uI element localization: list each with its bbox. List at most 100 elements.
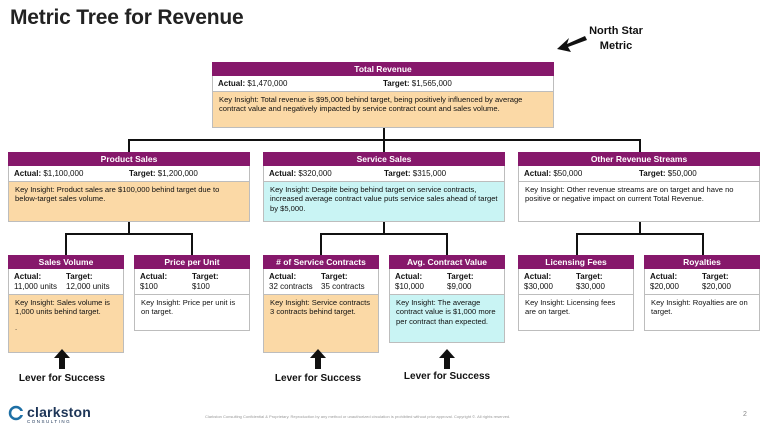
box-header: Avg. Contract Value bbox=[389, 255, 505, 269]
actual-value: $1,470,000 bbox=[247, 79, 288, 88]
box-values: Actual:$100 Target:$100 bbox=[134, 269, 250, 295]
target-value: $1,200,000 bbox=[157, 169, 198, 178]
actual-label: Actual: bbox=[524, 169, 552, 178]
price-per-unit-box: Price per Unit Actual:$100 Target:$100 K… bbox=[134, 255, 250, 331]
key-insight: Key Insight: Total revenue is $95,000 be… bbox=[212, 92, 554, 128]
key-insight: Key Insight: Price per unit is on target… bbox=[134, 295, 250, 331]
box-values: Actual:$10,000 Target:$9,000 bbox=[389, 269, 505, 295]
actual-label: Actual: bbox=[14, 169, 42, 178]
target-value: $315,000 bbox=[412, 169, 447, 178]
box-values: Actual: $1,100,000 Target: $1,200,000 bbox=[8, 166, 250, 182]
lever-label: Lever for Success bbox=[403, 371, 491, 382]
logo-name: clarkston bbox=[27, 404, 92, 420]
target-value: 12,000 units bbox=[66, 281, 110, 291]
page-number: 2 bbox=[743, 411, 747, 418]
box-header: Royalties bbox=[644, 255, 760, 269]
target-label: Target: bbox=[447, 272, 474, 281]
target-label: Target: bbox=[383, 79, 410, 88]
connector bbox=[639, 139, 641, 152]
box-values: Actual: $50,000 Target: $50,000 bbox=[518, 166, 760, 182]
target-label: Target: bbox=[321, 272, 348, 281]
target-value: $20,000 bbox=[702, 281, 731, 291]
box-header: # of Service Contracts bbox=[263, 255, 379, 269]
box-values: Actual:11,000 units Target:12,000 units bbox=[8, 269, 124, 295]
target-label: Target: bbox=[576, 272, 603, 281]
connector bbox=[383, 221, 385, 234]
connector bbox=[191, 233, 193, 255]
key-insight: Key Insight: Product sales are $100,000 … bbox=[8, 182, 250, 222]
service-contracts-box: # of Service Contracts Actual:32 contrac… bbox=[263, 255, 379, 353]
connector bbox=[383, 128, 385, 140]
lever-label: Lever for Success bbox=[274, 373, 362, 384]
target-label: Target: bbox=[192, 272, 219, 281]
stray-mark: . bbox=[15, 322, 18, 332]
target-label: Target: bbox=[639, 169, 666, 178]
actual-value: $10,000 bbox=[395, 281, 424, 291]
box-header: Product Sales bbox=[8, 152, 250, 166]
target-value: $30,000 bbox=[576, 281, 605, 291]
target-label: Target: bbox=[66, 272, 93, 281]
key-insight: Key Insight: Licensing fees are on targe… bbox=[518, 295, 634, 331]
avg-contract-value-box: Avg. Contract Value Actual:$10,000 Targe… bbox=[389, 255, 505, 343]
actual-label: Actual: bbox=[524, 272, 552, 281]
target-value: 35 contracts bbox=[321, 281, 365, 291]
up-arrow-icon bbox=[54, 349, 70, 369]
box-values: Actual: $1,470,000 Target: $1,565,000 bbox=[212, 76, 554, 92]
product-sales-box: Product Sales Actual: $1,100,000 Target:… bbox=[8, 152, 250, 222]
actual-value: $320,000 bbox=[298, 169, 332, 178]
key-insight: Key Insight: Other revenue streams are o… bbox=[518, 182, 760, 222]
box-header: Sales Volume bbox=[8, 255, 124, 269]
connector bbox=[320, 233, 322, 255]
target-value: $1,565,000 bbox=[411, 79, 452, 88]
actual-label: Actual: bbox=[650, 272, 678, 281]
box-header: Other Revenue Streams bbox=[518, 152, 760, 166]
key-insight-box: Key Insight: Sales volume is 1,000 units… bbox=[8, 295, 124, 353]
target-label: Target: bbox=[384, 169, 411, 178]
actual-value: $100 bbox=[140, 281, 158, 291]
box-header: Price per Unit bbox=[134, 255, 250, 269]
licensing-fees-box: Licensing Fees Actual:$30,000 Target:$30… bbox=[518, 255, 634, 331]
actual-value: $50,000 bbox=[553, 169, 583, 178]
north-star-arrow-icon bbox=[557, 36, 587, 52]
connector bbox=[576, 233, 578, 255]
actual-value: $30,000 bbox=[524, 281, 553, 291]
connector bbox=[128, 221, 130, 234]
logo-sub: CONSULTING bbox=[27, 419, 72, 424]
key-insight: Key Insight: Service contracts 3 contrac… bbox=[263, 295, 379, 353]
target-value: $100 bbox=[192, 281, 210, 291]
footer-text: Clarkston Consulting Confidential & Prop… bbox=[205, 414, 511, 419]
connector bbox=[383, 139, 385, 152]
total-revenue-box: Total Revenue Actual: $1,470,000 Target:… bbox=[212, 62, 554, 128]
connector bbox=[702, 233, 704, 255]
page-title: Metric Tree for Revenue bbox=[10, 6, 244, 29]
target-label: Target: bbox=[702, 272, 729, 281]
actual-value: $20,000 bbox=[650, 281, 679, 291]
connector bbox=[128, 139, 130, 152]
connector bbox=[65, 233, 67, 255]
sales-volume-box: Sales Volume Actual:11,000 units Target:… bbox=[8, 255, 124, 353]
actual-value: $1,100,000 bbox=[43, 169, 84, 178]
lever-label: Lever for Success bbox=[18, 373, 106, 384]
connector bbox=[320, 233, 448, 235]
actual-label: Actual: bbox=[269, 169, 297, 178]
company-logo: clarkston CONSULTING bbox=[8, 405, 91, 424]
actual-label: Actual: bbox=[218, 79, 246, 88]
actual-value: 11,000 units bbox=[14, 281, 57, 291]
box-values: Actual:32 contracts Target:35 contracts bbox=[263, 269, 379, 295]
actual-label: Actual: bbox=[140, 272, 168, 281]
box-values: Actual: $320,000 Target: $315,000 bbox=[263, 166, 505, 182]
up-arrow-icon bbox=[439, 349, 455, 369]
box-header: Service Sales bbox=[263, 152, 505, 166]
service-sales-box: Service Sales Actual: $320,000 Target: $… bbox=[263, 152, 505, 222]
key-insight: Key Insight: Despite being behind target… bbox=[263, 182, 505, 222]
connector bbox=[576, 233, 704, 235]
actual-label: Actual: bbox=[269, 272, 297, 281]
target-label: Target: bbox=[129, 169, 156, 178]
royalties-box: Royalties Actual:$20,000 Target:$20,000 … bbox=[644, 255, 760, 331]
actual-label: Actual: bbox=[395, 272, 423, 281]
connector bbox=[639, 221, 641, 234]
actual-value: 32 contracts bbox=[269, 281, 313, 291]
key-insight: Key Insight: Sales volume is 1,000 units… bbox=[15, 298, 110, 317]
target-value: $50,000 bbox=[667, 169, 697, 178]
up-arrow-icon bbox=[310, 349, 326, 369]
